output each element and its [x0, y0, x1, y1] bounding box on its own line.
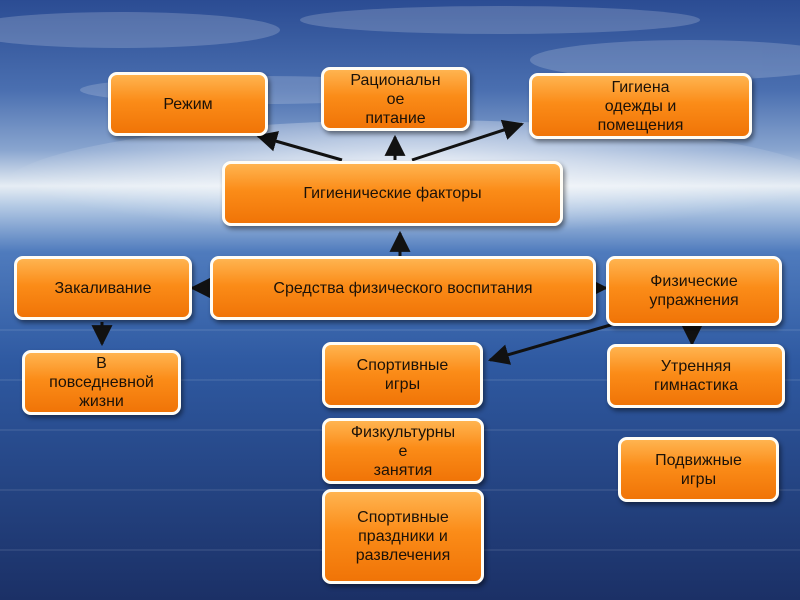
arrow-to-gigiena-odezhdy	[411, 119, 524, 162]
node-gigienicheskie-faktory: Гигиенические факторы	[222, 161, 563, 226]
arrow-to-rezhim	[255, 131, 343, 162]
node-rezhim: Режим	[108, 72, 268, 136]
arrow-to-sportivnye-igry	[487, 322, 615, 365]
node-sredstva: Средства физического воспитания	[210, 256, 596, 320]
node-zakalivanie: Закаливание	[14, 256, 192, 320]
